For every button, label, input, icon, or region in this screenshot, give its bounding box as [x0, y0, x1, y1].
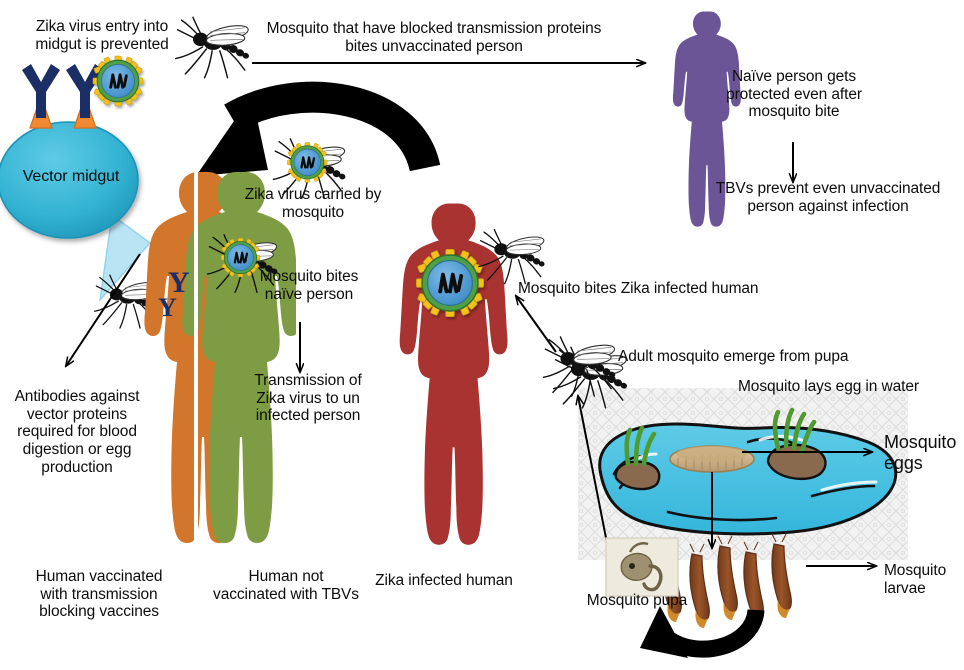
midgut-receptor-icon	[73, 94, 97, 129]
mosquito-icon-spacer	[548, 333, 625, 396]
zika-infected-human-figure	[399, 203, 508, 545]
label-midgut-prevented: Zika virus entry into midgut is prevente…	[35, 18, 169, 53]
adult-mosquito-icon	[542, 336, 617, 397]
vaccinated-human-figure	[144, 172, 258, 543]
larvae-group	[661, 533, 792, 628]
pond-rock-right	[766, 407, 827, 480]
antibodies-pointer-arrow	[66, 253, 141, 366]
mosquito-icon	[552, 346, 629, 409]
pupa-icon	[605, 537, 679, 597]
zika-virion-icon	[92, 55, 144, 107]
pond-rock-left	[614, 425, 661, 491]
larva-icon	[743, 541, 764, 626]
label-blocked-transmission: Mosquito that have blocked transmission …	[266, 20, 602, 55]
lifecycle-panel-background	[578, 388, 908, 560]
label-mosquito-pupa: Mosquito pupa	[586, 592, 688, 609]
midgut-callout-cone	[98, 213, 152, 303]
zika-virion-icon	[415, 248, 485, 318]
label-mosquito-eggs: Mosquito eggs	[884, 432, 957, 473]
label-human-vaccinated: Human vaccinated with transmission block…	[35, 568, 163, 621]
antibody-icon	[66, 64, 104, 118]
label-vector-midgut: Vector midgut	[22, 168, 120, 185]
label-mosquito-bites-infected: Mosquito bites Zika infected human	[518, 280, 759, 297]
label-tbvs-prevent: TBVs prevent even unvaccinated person ag…	[715, 180, 941, 215]
label-naive-protected: Naïve person gets protected even after m…	[726, 68, 862, 121]
mosquito-icon	[478, 228, 546, 285]
larva-icon	[689, 543, 710, 628]
emerge-arrow	[578, 396, 609, 549]
lifecycle-curved-arrow-icon	[640, 606, 765, 658]
larva-icon	[771, 533, 792, 618]
midgut-receptor-icon	[29, 94, 53, 129]
mosquito-icon	[94, 274, 161, 329]
unvaccinated-human-figure	[182, 172, 296, 543]
figure-seam	[194, 166, 198, 566]
label-human-not-vaccinated: Human not vaccinated with TBVs	[213, 568, 359, 603]
label-zika-infected-human: Zika infected human	[375, 572, 513, 589]
bites-infected-arrow	[516, 296, 557, 353]
antibody-glyph: Y	[158, 293, 177, 322]
label-mosquito-bites-naive: Mosquito bites naïve person	[259, 268, 359, 303]
label-zika-carried: Zika virus carried by mosquito	[244, 186, 382, 221]
label-transmission-uninfected: Transmission of Zika virus to un infecte…	[254, 372, 362, 425]
mosquito-icon-spacer2	[546, 335, 623, 398]
label-lays-egg: Mosquito lays egg in water	[738, 378, 919, 395]
label-adult-emerge: Adult mosquito emerge from pupa	[618, 348, 849, 365]
label-antibodies-vector: Antibodies against vector proteins requi…	[14, 388, 140, 476]
pond-water-body	[598, 422, 898, 536]
antibody-icon	[22, 64, 60, 118]
label-mosquito-larvae: Mosquito larvae	[884, 562, 947, 597]
larva-icon	[717, 535, 738, 620]
egg-raft-icon	[669, 445, 755, 473]
curved-arrow-icon	[196, 81, 441, 176]
antibody-glyph: Y	[168, 266, 190, 299]
